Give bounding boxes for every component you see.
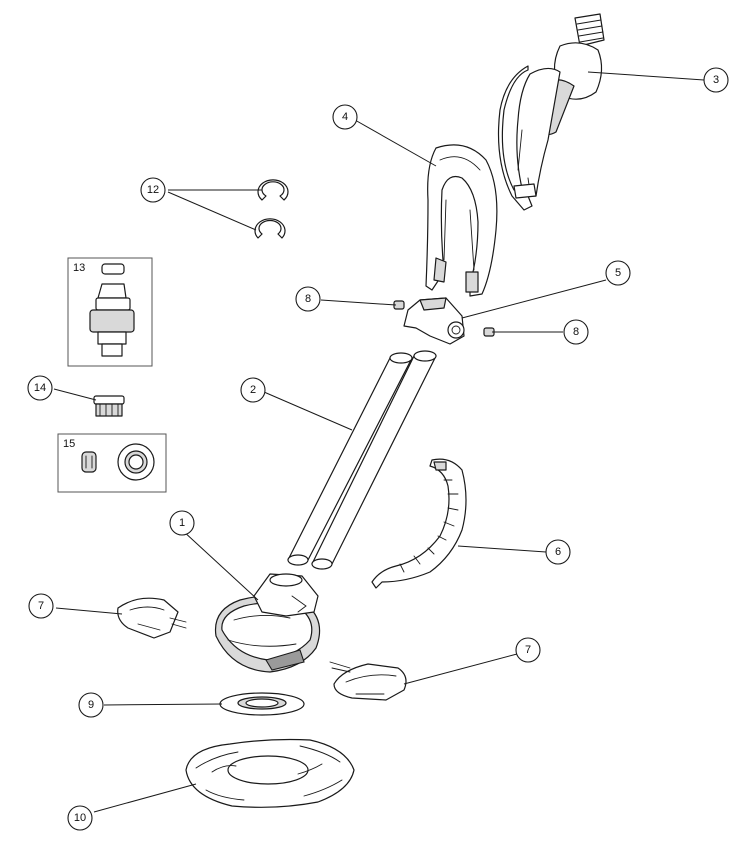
- callout-7-right-label: 7: [525, 644, 531, 656]
- callout-7-left-label: 7: [38, 600, 44, 612]
- callout-5-label: 5: [615, 267, 621, 279]
- part-tubes: [287, 350, 437, 570]
- callout-14: 14: [27, 375, 53, 401]
- callout-3: 3: [703, 67, 729, 93]
- callout-4-label: 4: [342, 111, 348, 123]
- part-flap-right: [329, 661, 407, 701]
- leader-lines: [53, 71, 705, 813]
- callout-5: 5: [605, 260, 631, 286]
- part-handle-frame: [425, 144, 498, 297]
- part-ring: [219, 692, 305, 716]
- part-main-body: [214, 573, 321, 673]
- callout-8-right-label: 8: [573, 326, 579, 338]
- callout-9-label: 9: [88, 699, 94, 711]
- box-13: 13: [67, 257, 153, 367]
- callout-8-right: 8: [563, 319, 589, 345]
- callout-9: 9: [78, 692, 104, 718]
- part-disc: [185, 738, 355, 808]
- callout-7-right: 7: [515, 637, 541, 663]
- callout-12-label: 12: [147, 184, 159, 196]
- callout-6: 6: [545, 539, 571, 565]
- part-flap-left: [117, 597, 187, 639]
- box-15: 15: [57, 433, 167, 493]
- callout-6-label: 6: [555, 546, 561, 558]
- box-15-label: 15: [63, 438, 75, 450]
- part-c-clips: [254, 179, 289, 239]
- callout-12: 12: [140, 177, 166, 203]
- part-bumper: [371, 458, 467, 589]
- callout-1-label: 1: [179, 517, 185, 529]
- part-pivot-joint: [403, 297, 465, 345]
- box-13-label: 13: [73, 262, 85, 274]
- part-swivel-connector: [497, 13, 605, 211]
- callout-10-label: 10: [74, 812, 86, 824]
- part-nut: [93, 395, 125, 417]
- callout-2: 2: [240, 377, 266, 403]
- callout-14-label: 14: [34, 382, 46, 394]
- callout-2-label: 2: [250, 384, 256, 396]
- callout-1: 1: [169, 510, 195, 536]
- callout-10: 10: [67, 805, 93, 831]
- callout-3-label: 3: [713, 74, 719, 86]
- callout-8-left: 8: [295, 286, 321, 312]
- callout-7-left: 7: [28, 593, 54, 619]
- callout-4: 4: [332, 104, 358, 130]
- callout-8-left-label: 8: [305, 293, 311, 305]
